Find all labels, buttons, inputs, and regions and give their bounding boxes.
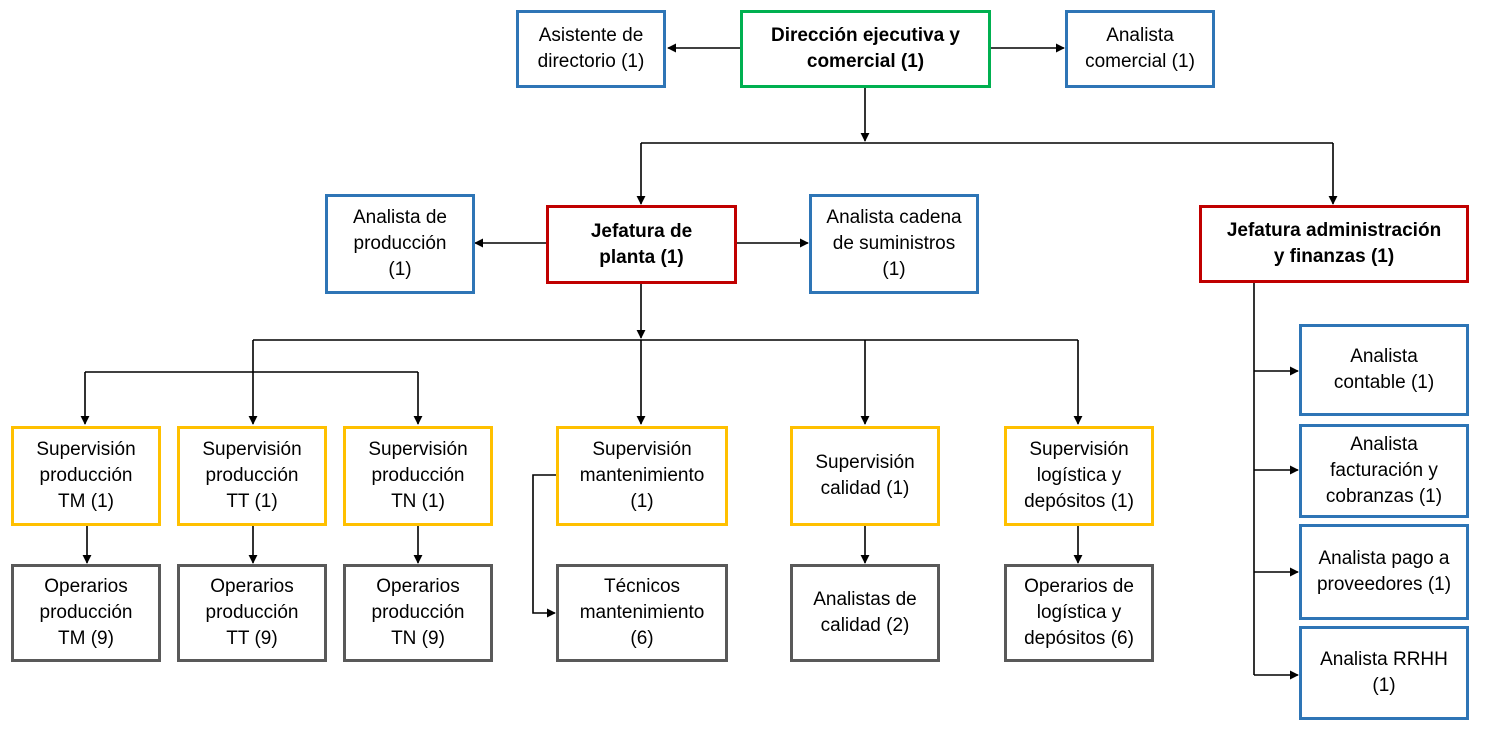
node-analista-facturacion: Analista facturación y cobranzas (1) xyxy=(1299,424,1469,518)
node-jefatura-planta: Jefatura de planta (1) xyxy=(546,205,737,284)
node-sup-calidad-label: Supervisión calidad (1) xyxy=(815,452,915,499)
node-operarios-logistica-label: Operarios de logística y depósitos (6) xyxy=(1024,576,1134,649)
node-jefatura-admin-label: Jefatura administración y finanzas (1) xyxy=(1226,220,1442,267)
node-direccion-ejecutiva-label: Dirección ejecutiva y comercial (1) xyxy=(770,25,961,72)
node-analista-pago: Analista pago a proveedores (1) xyxy=(1299,524,1469,620)
node-jefatura-admin: Jefatura administración y finanzas (1) xyxy=(1199,205,1469,283)
node-operarios-tn-label: Operarios producción TN (9) xyxy=(371,576,465,649)
node-analistas-calidad-label: Analistas de calidad (2) xyxy=(813,589,917,636)
node-analistas-calidad: Analistas de calidad (2) xyxy=(790,564,940,662)
node-operarios-tt: Operarios producción TT (9) xyxy=(177,564,327,662)
node-operarios-logistica: Operarios de logística y depósitos (6) xyxy=(1004,564,1154,662)
node-analista-contable-label: Analista contable (1) xyxy=(1333,346,1435,393)
node-sup-mantenimiento: Supervisión mantenimiento (1) xyxy=(556,426,728,526)
connector-branch-heads xyxy=(641,143,1333,205)
node-asistente-directorio: Asistente de directorio (1) xyxy=(516,10,666,88)
node-analista-produccion-label: Analista de producción (1) xyxy=(352,207,447,280)
node-sup-tm-label: Supervisión producción TM (1) xyxy=(36,439,136,512)
node-tecnicos-mantenimiento-label: Técnicos mantenimiento (6) xyxy=(579,576,705,649)
node-sup-tm: Supervisión producción TM (1) xyxy=(11,426,161,526)
node-analista-pago-label: Analista pago a proveedores (1) xyxy=(1316,548,1452,595)
node-analista-facturacion-label: Analista facturación y cobranzas (1) xyxy=(1325,434,1443,507)
node-jefatura-planta-label: Jefatura de planta (1) xyxy=(590,220,693,268)
node-sup-mantenimiento-label: Supervisión mantenimiento (1) xyxy=(579,439,705,512)
node-analista-produccion: Analista de producción (1) xyxy=(325,194,475,294)
node-analista-comercial: Analista comercial (1) xyxy=(1065,10,1215,88)
node-direccion-ejecutiva: Dirección ejecutiva y comercial (1) xyxy=(740,10,991,88)
node-analista-rrhh: Analista RRHH (1) xyxy=(1299,626,1469,720)
node-sup-tt: Supervisión producción TT (1) xyxy=(177,426,327,526)
node-asistente-directorio-label: Asistente de directorio (1) xyxy=(537,25,645,72)
node-analista-contable: Analista contable (1) xyxy=(1299,324,1469,416)
node-analista-cadena: Analista cadena de suministros (1) xyxy=(809,194,979,294)
node-operarios-tm-label: Operarios producción TM (9) xyxy=(39,576,133,649)
node-sup-tn-label: Supervisión producción TN (1) xyxy=(368,439,468,512)
node-operarios-tm: Operarios producción TM (9) xyxy=(11,564,161,662)
node-analista-comercial-label: Analista comercial (1) xyxy=(1085,25,1195,72)
node-analista-cadena-label: Analista cadena de suministros (1) xyxy=(826,207,962,280)
node-sup-tn: Supervisión producción TN (1) xyxy=(343,426,493,526)
node-operarios-tt-label: Operarios producción TT (9) xyxy=(205,576,299,649)
connector-mant-tecnicos xyxy=(532,474,556,618)
node-sup-tt-label: Supervisión producción TT (1) xyxy=(202,439,302,512)
node-tecnicos-mantenimiento: Técnicos mantenimiento (6) xyxy=(556,564,728,662)
node-operarios-tn: Operarios producción TN (9) xyxy=(343,564,493,662)
node-sup-calidad: Supervisión calidad (1) xyxy=(790,426,940,526)
node-sup-logistica: Supervisión logística y depósitos (1) xyxy=(1004,426,1154,526)
node-analista-rrhh-label: Analista RRHH (1) xyxy=(1320,649,1448,696)
node-sup-logistica-label: Supervisión logística y depósitos (1) xyxy=(1024,439,1134,512)
